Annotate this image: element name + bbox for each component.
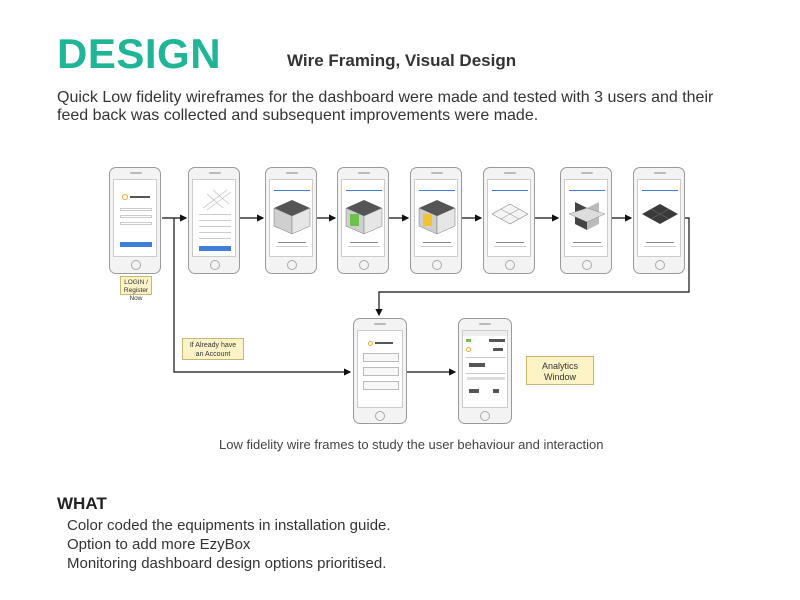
- wireframe-analytics: [458, 318, 512, 424]
- wireframe-register: [188, 167, 240, 274]
- intro-paragraph: Quick Low fidelity wireframes for the da…: [57, 89, 714, 124]
- page-subtitle: Wire Framing, Visual Design: [287, 51, 517, 70]
- what-heading: WHAT: [57, 494, 107, 513]
- wireframe-menu: [353, 318, 407, 424]
- wireframe-panels-step-2: [560, 167, 612, 274]
- wireframe-box-step-2: [337, 167, 389, 274]
- wireframe-login: [109, 167, 161, 274]
- wireframe-box-step-1: [265, 167, 317, 274]
- list-item: Monitoring dashboard design options prio…: [67, 555, 387, 572]
- diagram-caption: Low fidelity wire frames to study the us…: [219, 437, 604, 452]
- wireframe-box-step-3: [410, 167, 462, 274]
- note-login-register: LOGIN / Register Now: [120, 276, 152, 302]
- list-item: Option to add more EzyBox: [67, 536, 251, 553]
- note-analytics-window: Analytics Window: [526, 356, 594, 385]
- what-list: Color coded the equipments in installati…: [67, 516, 391, 573]
- wireframe-panels-complete: [633, 167, 685, 274]
- note-existing-account: If Already have an Account: [182, 338, 244, 360]
- page-title: DESIGN: [57, 30, 222, 77]
- wireframe-panels-step-1: [483, 167, 535, 274]
- list-item: Color coded the equipments in installati…: [67, 517, 391, 534]
